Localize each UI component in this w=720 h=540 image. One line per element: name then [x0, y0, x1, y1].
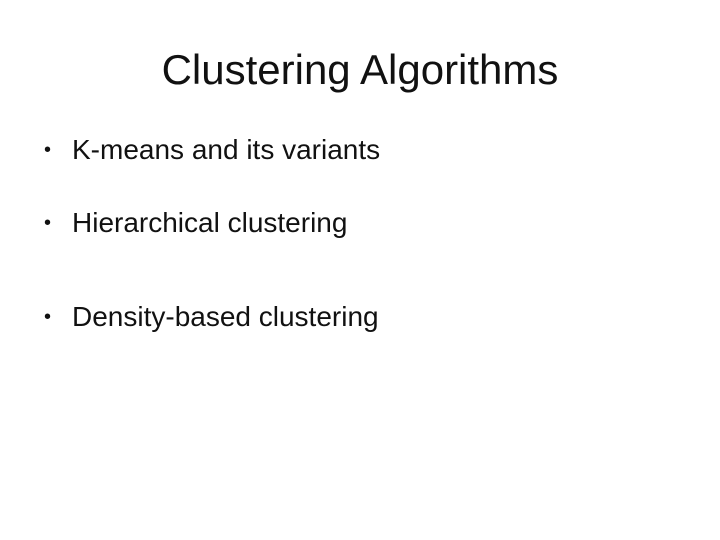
- bullet-item-label: K-means and its variants: [72, 134, 381, 165]
- bullet-item: • K-means and its variants: [44, 130, 380, 170]
- bullet-dot-icon: •: [44, 306, 52, 328]
- slide-title: Clustering Algorithms: [161, 46, 559, 93]
- bullet-item: • Density-based clustering: [44, 297, 380, 337]
- bullet-dot-icon: •: [44, 139, 52, 161]
- bullet-item: • Hierarchical clustering: [44, 203, 380, 243]
- bullet-list: • K-means and its variants • Hierarchica…: [44, 130, 380, 337]
- bullet-item-label: Density-based clustering: [72, 301, 379, 332]
- bullet-item-label: Hierarchical clustering: [72, 207, 348, 238]
- bullet-dot-icon: •: [44, 212, 52, 234]
